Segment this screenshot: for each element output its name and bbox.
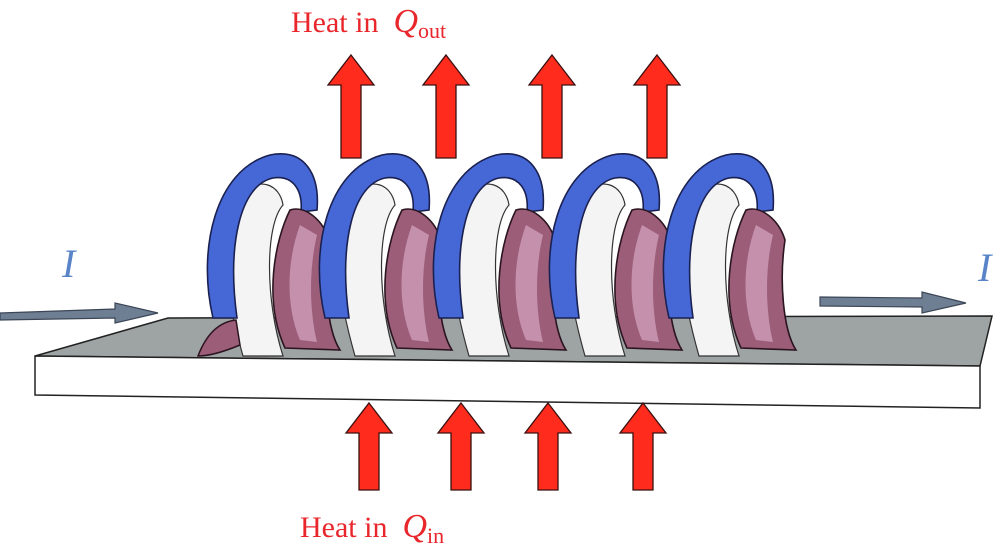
coil-mauve-highlight	[631, 225, 659, 342]
heat-out-label: Heat in Qout	[291, 5, 446, 42]
coil-mauve-highlight	[515, 225, 543, 342]
current-label-right: I	[978, 245, 992, 290]
heat-out-text: Heat in	[291, 6, 379, 39]
coil-turn-5	[662, 153, 798, 357]
current-arrow-right	[819, 291, 967, 314]
heat-in-arrow-2	[436, 401, 486, 491]
heat-out-arrow-4	[632, 53, 682, 159]
heat-in-arrow-3	[523, 401, 573, 491]
heat-in-text: Heat in	[300, 511, 388, 544]
heat-in-subscript: in	[427, 523, 445, 548]
coil-blue-arch	[206, 153, 319, 319]
coil-mauve-highlight	[745, 225, 773, 342]
heat-in-symbol: Q	[402, 508, 428, 545]
coil-mauve-highlight	[401, 225, 429, 342]
heat-out-subscript: out	[418, 18, 447, 43]
substrate-front-face	[34, 355, 981, 409]
coil-blue-arch	[548, 153, 661, 319]
coil-windings	[196, 153, 798, 357]
heat-in-label: Heat in Qin	[300, 510, 444, 547]
coil-turn-3	[432, 153, 568, 357]
coil-mauve-highlight	[289, 225, 317, 342]
heat-in-arrows	[344, 401, 668, 491]
coil-blue-arch	[662, 153, 775, 319]
coil-blue-arch	[318, 153, 431, 319]
current-label-left: I	[62, 241, 76, 286]
heat-out-arrow-2	[421, 53, 471, 159]
heat-out-arrow-1	[326, 53, 376, 159]
heat-in-arrow-4	[618, 401, 668, 491]
current-arrow-left	[0, 302, 159, 324]
heat-out-arrow-3	[527, 53, 577, 159]
coil-turn-4	[548, 153, 684, 357]
heat-out-symbol: Q	[393, 3, 419, 40]
coil-blue-arch	[432, 153, 545, 319]
coil-turn-2	[318, 153, 454, 357]
heat-in-arrow-1	[344, 401, 394, 491]
coil-end-tab	[196, 319, 241, 357]
heat-out-arrows	[326, 53, 682, 159]
